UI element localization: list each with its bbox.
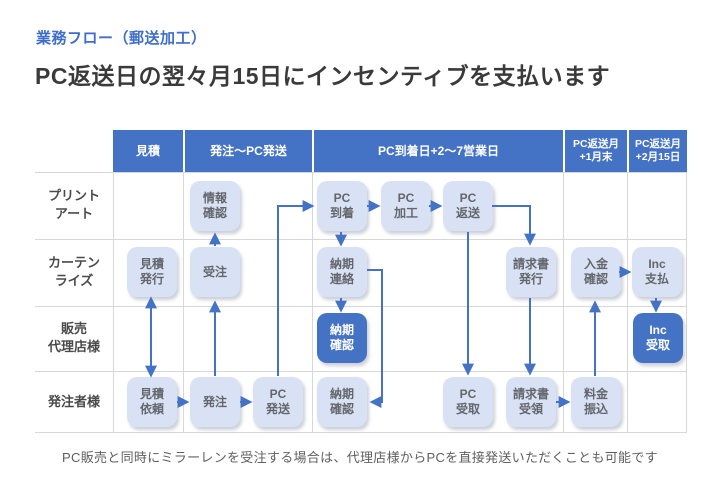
- footer-note: PC販売と同時にミラーレンを受注する場合は、代理店様からPCを直接発送いただくこ…: [62, 450, 658, 465]
- grid-vline: [627, 172, 628, 433]
- flow-step-mitsumori-irai: 見積 依頼: [127, 377, 177, 427]
- grid-vline: [563, 172, 564, 433]
- grid-hline: [35, 239, 687, 240]
- flow-step-nyukin-kakunin: 入金 確認: [571, 247, 621, 297]
- column-header-hensou-1: PC返送月 +1月末: [563, 130, 627, 172]
- grid-hline: [35, 432, 687, 433]
- flow-step-hacchu: 発注: [190, 377, 240, 427]
- flow-step-noki-renraku: 納期 連絡: [317, 247, 367, 297]
- flow-step-ryokin-furikomi: 料金 振込: [571, 377, 621, 427]
- flow-step-juchu: 受注: [190, 247, 240, 297]
- column-header-hensou-2: PC返送月 +2月15日: [627, 130, 687, 172]
- column-header-tochaku: PC到着日+2〜7営業日: [312, 130, 563, 172]
- grid-hline: [35, 371, 687, 372]
- flow-step-seikyusho-juryo: 請求書 受領: [506, 377, 556, 427]
- flow-step-pc-hasso: PC 発送: [253, 377, 303, 427]
- flow-step-pc-kako: PC 加工: [381, 181, 431, 231]
- flow-step-inc-shiharai: Inc 支払: [632, 247, 682, 297]
- flow-step-pc-uketori: PC 受取: [443, 377, 493, 427]
- column-header-mitsumori: 見積: [113, 130, 183, 172]
- page-title: PC返送日の翌々月15日にインセンティブを支払います: [35, 63, 611, 89]
- column-header-hacchu-hassou: 発注〜PC発送: [183, 130, 312, 172]
- flow-step-noki-kakunin-dairiten: 納期 確認: [317, 313, 367, 363]
- grid-vline: [686, 172, 687, 433]
- lane-label-curtain-rise: カーテン ライズ: [47, 255, 100, 288]
- flow-step-joho-kakunin: 情報 確認: [190, 181, 240, 231]
- grid-vline: [183, 172, 184, 433]
- grid-hline: [35, 306, 687, 307]
- flow-step-inc-uketori: Inc 受取: [633, 313, 683, 363]
- flow-step-mitsumori-hakko: 見積 発行: [127, 247, 177, 297]
- flow-table: 見積 発注〜PC発送 PC到着日+2〜7営業日 PC返送月 +1月末 PC返送月…: [35, 130, 687, 433]
- flow-step-pc-hensou: PC 返送: [443, 181, 493, 231]
- lane-label-hacchusha: 発注者様: [47, 394, 100, 409]
- table-header-row: 見積 発注〜PC発送 PC到着日+2〜7営業日 PC返送月 +1月末 PC返送月…: [113, 130, 687, 172]
- lane-label-print-art: プリント アート: [47, 188, 100, 221]
- grid-vline: [113, 172, 114, 433]
- flow-step-seikyusho-hakko: 請求書 発行: [506, 247, 556, 297]
- flow-step-pc-tochaku: PC 到着: [317, 181, 367, 231]
- slide-kicker: 業務フロー（郵送加工）: [36, 30, 207, 47]
- grid-hline: [35, 172, 687, 173]
- lane-label-dairiten: 販売 代理店様: [47, 321, 100, 354]
- flow-step-noki-kakunin-hacchusha: 納期 確認: [317, 377, 367, 427]
- grid-vline: [312, 172, 313, 433]
